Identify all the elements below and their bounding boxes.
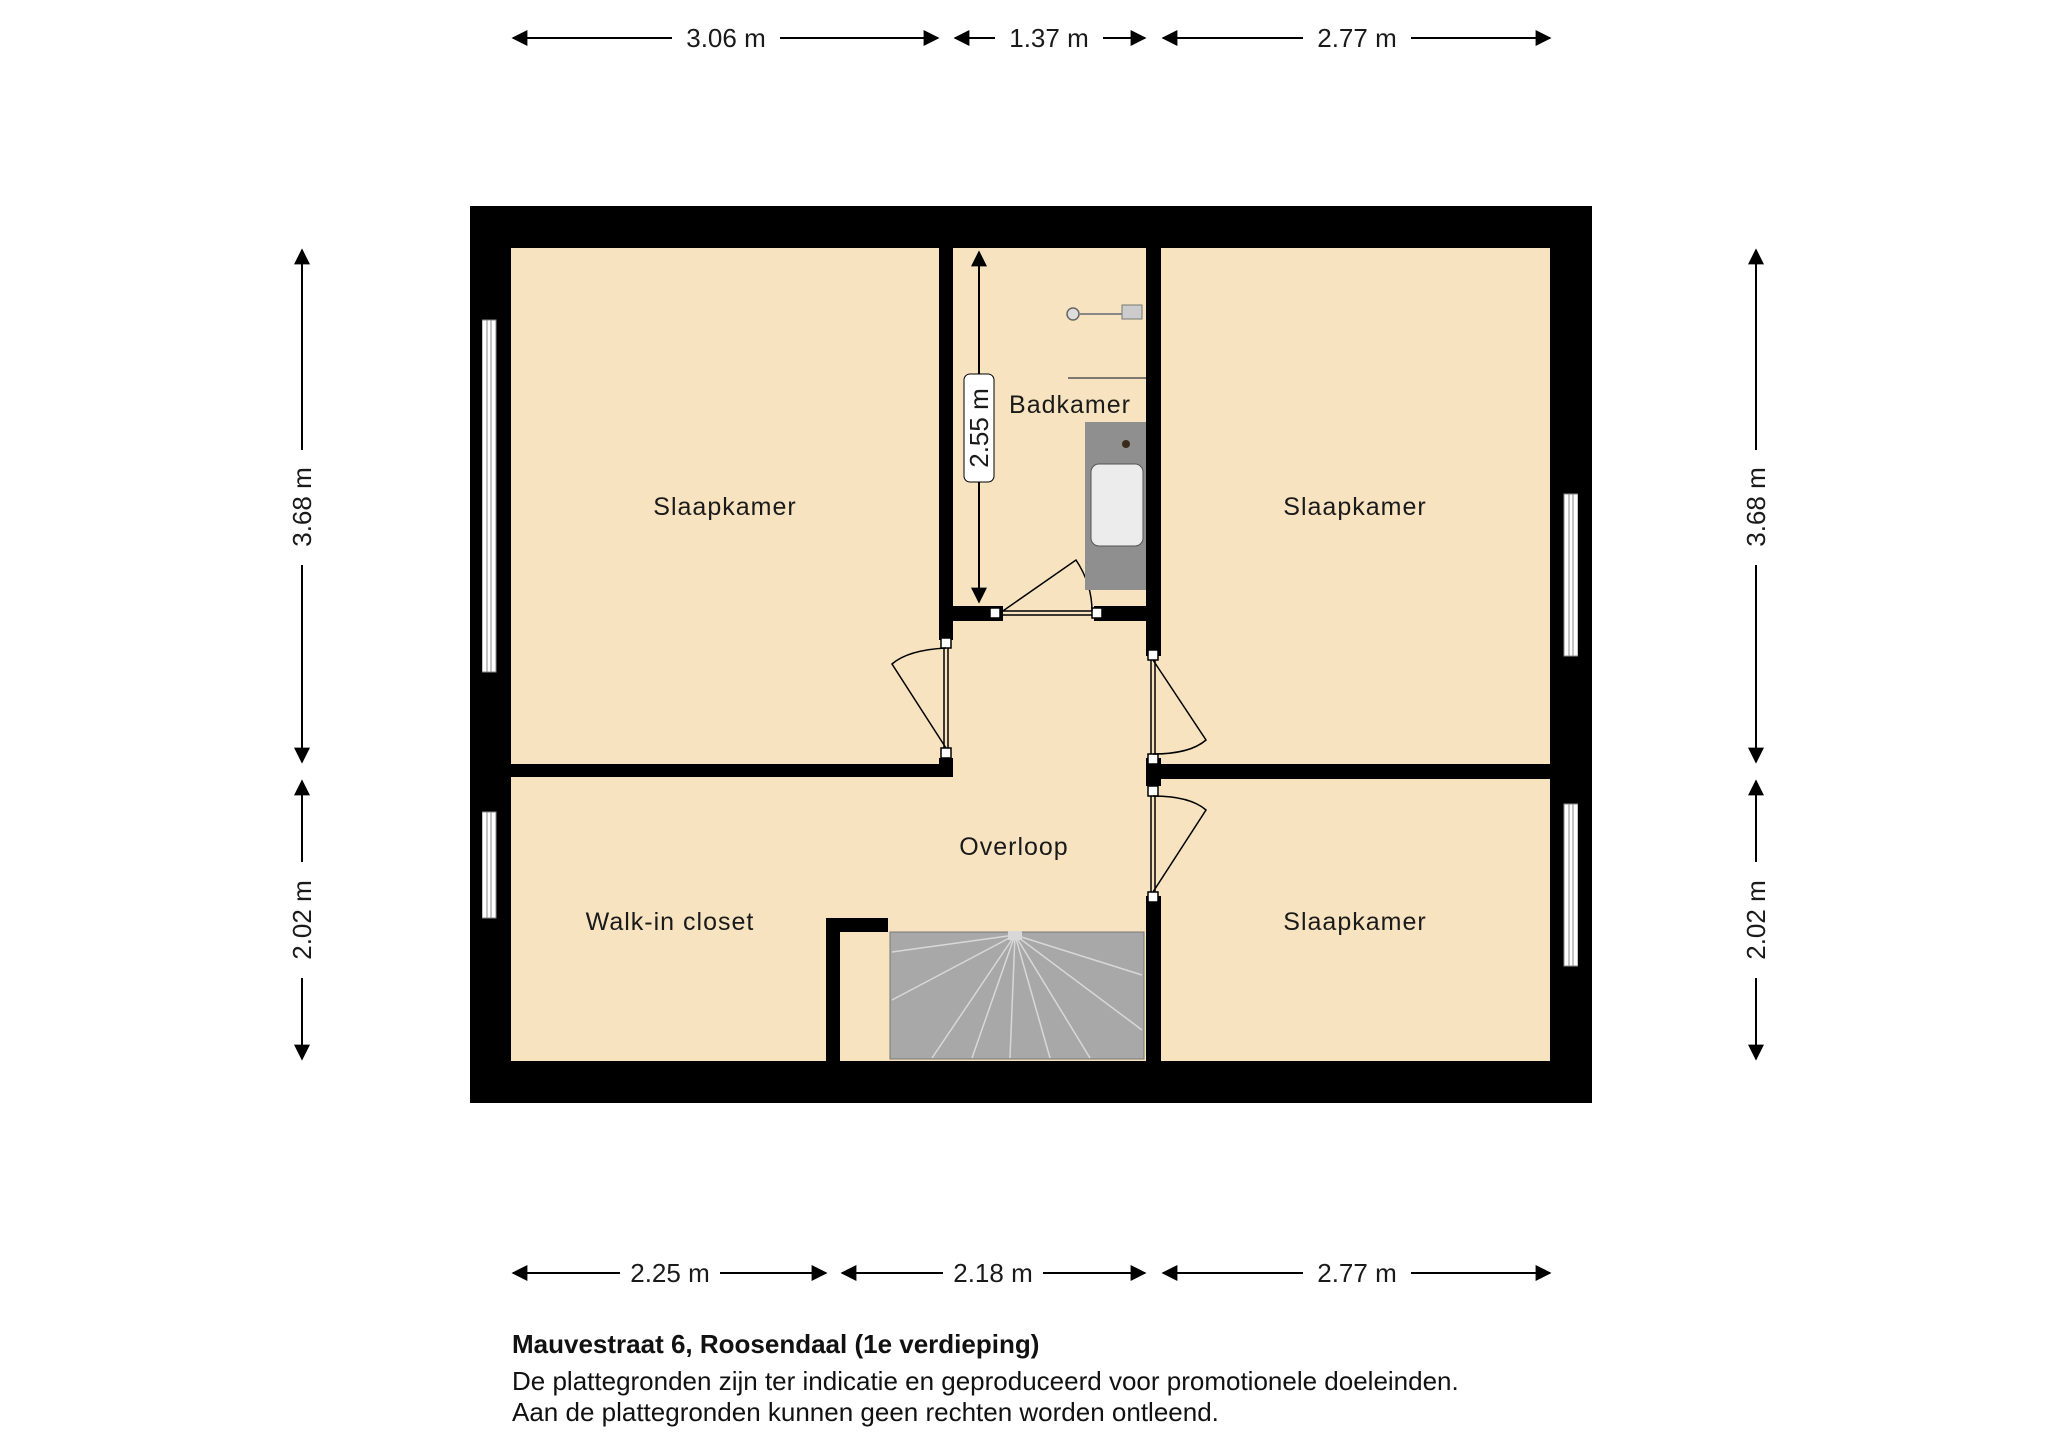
label-badkamer: Badkamer [1009,391,1131,419]
window-left-bottom [481,811,497,919]
window-wall-gaps [470,318,1592,968]
wall-horizontal-left [511,764,953,777]
door-slaapkamer-left [891,637,952,759]
dim-left-2: 2.02 m [287,880,317,960]
label-slaapkamer-right-bottom: Slaapkamer [1283,908,1426,936]
faucet-icon [1122,440,1130,448]
wall-horizontal-right [1146,764,1550,779]
dim-right-2: 2.02 m [1741,880,1771,960]
dim-bottom-3: 2.77 m [1317,1258,1397,1288]
label-slaapkamer-right-top: Slaapkamer [1283,493,1426,521]
shower-head-icon [1066,307,1080,321]
wall-bath-left [939,248,953,621]
disclaimer-line-1: De plattegronden zijn ter indicatie en g… [512,1366,1459,1396]
doors [891,558,1207,903]
window-right-top [1563,493,1579,657]
shower-fixture [1066,304,1146,379]
floor-hall-upper [953,621,1146,777]
dim-bath-height: 2.55 m [964,388,994,468]
dim-top-3: 2.77 m [1317,23,1397,53]
wall-stair-top [826,918,888,932]
dim-top-1: 3.06 m [686,23,766,53]
plan-title: Mauvestraat 6, Roosendaal (1e verdieping… [512,1329,1040,1359]
label-walk-in-closet: Walk-in closet [586,908,755,936]
floor-slaapkamer-right-bottom [1161,779,1550,1061]
door-slaapkamer-right-bottom [1147,785,1207,903]
vanity [1085,422,1146,590]
dim-right-1: 3.68 m [1741,467,1771,547]
disclaimer-line-2: Aan de plattegronden kunnen geen rechten… [512,1397,1219,1427]
sink-basin-icon [1090,463,1144,547]
staircase [889,931,1145,1060]
floor-slaapkamer-right-top [1161,248,1550,764]
window-right-bottom [1563,803,1579,967]
wall-stair-left [826,918,840,1061]
mixer-tap-icon [1121,304,1143,320]
wall-bath-bottom [939,606,1003,621]
window-left-top [481,319,497,673]
floor-slaapkamer-left [511,248,939,764]
dim-bottom-2: 2.18 m [953,1258,1033,1288]
label-slaapkamer-left: Slaapkamer [653,493,796,521]
wall-bath-right [1146,248,1161,773]
dim-bottom-1: 2.25 m [630,1258,710,1288]
label-overloop: Overloop [959,833,1068,861]
door-slaapkamer-right-top [1147,649,1207,765]
dim-top-2: 1.37 m [1009,23,1089,53]
door-openings [939,606,1161,896]
dimension-bath [963,250,995,604]
dim-left-1: 3.68 m [287,467,317,547]
wall-bath-bottom-right [1094,606,1161,621]
